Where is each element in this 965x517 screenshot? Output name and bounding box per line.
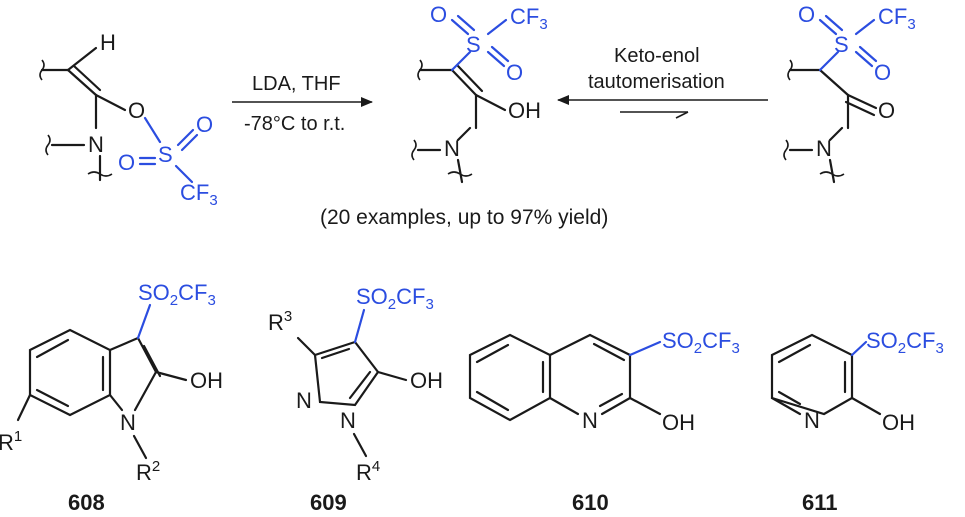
wavy-bond <box>819 171 845 177</box>
cf3-group: CF3 <box>878 4 916 33</box>
wavy-bond <box>783 139 789 161</box>
compound-610-structure: N OH SO2CF3 <box>468 328 740 435</box>
atom-o: O <box>506 60 523 85</box>
atom-n: N <box>582 408 598 433</box>
equilibrium-text-2: tautomerisation <box>588 71 725 93</box>
atom-n: N <box>816 136 832 161</box>
atom-o: O <box>196 112 213 137</box>
atom-o: O <box>430 2 447 27</box>
wavy-bond <box>447 171 473 177</box>
compound-label-608: 608 <box>68 490 105 515</box>
atom-s: S <box>466 32 481 57</box>
wavy-bond <box>45 134 51 156</box>
atom-o: O <box>874 60 891 85</box>
reaction-arrow: LDA, THF -78°C to r.t. <box>232 73 373 135</box>
atom-o: O <box>878 98 895 123</box>
compound-609-structure: N N OH SO2CF3 R3 R4 <box>268 284 443 485</box>
r1-substituent: R1 <box>0 428 22 455</box>
atom-n: N <box>88 132 104 157</box>
r2-substituent: R2 <box>136 458 160 485</box>
triflyl-group: SO2CF3 <box>138 280 216 309</box>
triflyl-group: SO2CF3 <box>356 284 434 313</box>
compound-label-609: 609 <box>310 490 347 515</box>
equilibrium-arrows: Keto-enol tautomerisation <box>557 45 768 119</box>
cf3-group: CF3 <box>180 180 218 209</box>
keto-tautomer: O S O O CF3 N <box>783 2 916 184</box>
atom-n: N <box>340 408 356 433</box>
atom-oh: OH <box>190 368 223 393</box>
atom-o: O <box>118 150 135 175</box>
atom-s: S <box>158 142 173 167</box>
atom-n: N <box>296 388 312 413</box>
compound-611-structure: N OH SO2CF3 <box>770 328 944 435</box>
atom-o: O <box>798 2 815 27</box>
atom-n: N <box>444 136 460 161</box>
starting-material: H O S O O CF3 N <box>39 30 218 209</box>
conditions-text: -78°C to r.t. <box>244 113 345 135</box>
atom-oh: OH <box>882 410 915 435</box>
atom-oh: OH <box>662 410 695 435</box>
triflyl-group: SO2CF3 <box>866 328 944 357</box>
r4-substituent: R4 <box>356 458 380 485</box>
compound-608-structure: N OH SO2CF3 R1 R2 <box>0 280 223 485</box>
equilibrium-text-1: Keto-enol <box>614 45 700 67</box>
atom-h: H <box>100 30 116 55</box>
compound-label-611: 611 <box>802 490 838 515</box>
enol-product: OH S O O CF3 N <box>411 2 548 184</box>
reagents-text: LDA, THF <box>252 73 341 95</box>
yield-summary: (20 examples, up to 97% yield) <box>320 206 608 229</box>
wavy-bond <box>87 171 113 177</box>
atom-n: N <box>804 408 820 433</box>
wavy-bond <box>411 139 417 161</box>
atom-o: O <box>128 98 145 123</box>
r3-substituent: R3 <box>268 308 292 335</box>
atom-oh: OH <box>410 368 443 393</box>
atom-n: N <box>120 410 136 435</box>
atom-oh: OH <box>508 98 541 123</box>
triflyl-group: SO2CF3 <box>662 328 740 357</box>
cf3-group: CF3 <box>510 4 548 33</box>
atom-s: S <box>834 32 849 57</box>
compound-label-610: 610 <box>572 490 609 515</box>
